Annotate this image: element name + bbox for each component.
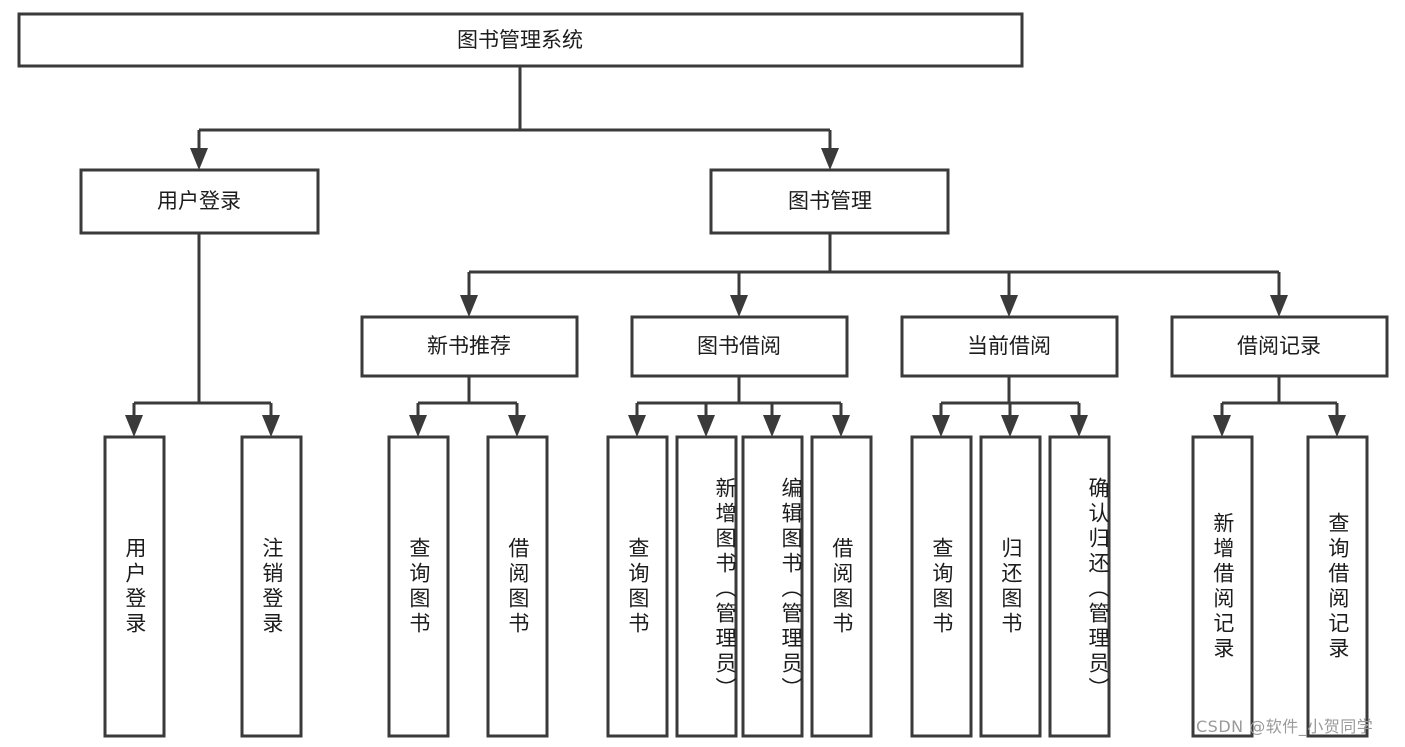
node-borrow-record[interactable] <box>1170 315 1389 378</box>
node-user-login-label: 用户登录 <box>157 189 241 213</box>
node-book-management-label: 图书管理 <box>788 189 872 213</box>
node-root[interactable] <box>17 12 1024 68</box>
node-new-book-recommend-label: 新书推荐 <box>427 334 511 358</box>
node-borrow-record-label: 借阅记录 <box>1237 334 1321 358</box>
arrow-head-book-borrow <box>730 295 748 317</box>
node-leaf-user-login[interactable] <box>103 435 166 738</box>
node-leaf-query-book-2[interactable] <box>606 435 669 738</box>
arrow-head-leaf-query-book-1 <box>409 415 427 437</box>
arrow-head-user-login <box>190 148 208 170</box>
arrow-head-leaf-user-login <box>125 415 143 437</box>
node-leaf-add-book[interactable] <box>675 435 738 738</box>
arrow-head-leaf-add-book <box>697 415 715 437</box>
node-leaf-edit-book[interactable] <box>741 435 804 738</box>
node-current-borrow-label: 当前借阅 <box>967 334 1051 358</box>
arrow-head-leaf-logout-login <box>262 415 280 437</box>
arrow-head-leaf-edit-book <box>763 415 781 437</box>
node-book-management[interactable] <box>709 168 950 235</box>
arrow-head-leaf-query-book-3 <box>932 415 950 437</box>
node-layer: 图书管理系统 用户登录 图书管理 新书推荐 图书借阅 当前借阅 借阅记录 <box>17 12 1389 738</box>
arrow-head-leaf-add-record <box>1213 415 1231 437</box>
node-leaf-borrow-book-2[interactable] <box>810 435 873 738</box>
node-leaf-logout-login[interactable] <box>240 435 303 738</box>
node-root-label: 图书管理系统 <box>457 28 583 52</box>
arrow-head-current-borrow <box>1000 295 1018 317</box>
connector-layer <box>125 66 1346 437</box>
node-user-login[interactable] <box>79 168 320 235</box>
arrow-head-leaf-query-record <box>1328 415 1346 437</box>
node-leaf-borrow-book-1[interactable] <box>486 435 549 738</box>
node-current-borrow[interactable] <box>900 315 1119 378</box>
node-leaf-return-book[interactable] <box>979 435 1042 738</box>
node-book-borrow-label: 图书借阅 <box>697 334 781 358</box>
arrow-head-leaf-borrow-book-1 <box>508 415 526 437</box>
node-leaf-query-record[interactable] <box>1306 435 1369 738</box>
node-leaf-confirm-return[interactable] <box>1048 435 1111 738</box>
arrow-head-borrow-record <box>1270 295 1288 317</box>
arrow-head-leaf-return-book <box>1001 415 1019 437</box>
node-new-book-recommend[interactable] <box>360 315 579 378</box>
csdn-watermark: CSDN @软件_小贺同学 <box>1196 717 1374 736</box>
node-leaf-query-book-3[interactable] <box>910 435 973 738</box>
arrow-head-leaf-borrow-book-2 <box>832 415 850 437</box>
node-book-borrow[interactable] <box>630 315 849 378</box>
node-leaf-add-record[interactable] <box>1191 435 1254 738</box>
arrow-head-new-book-recommend <box>460 295 478 317</box>
arrow-head-leaf-confirm-return <box>1070 415 1088 437</box>
node-leaf-query-book-1[interactable] <box>387 435 450 738</box>
arrow-head-book-management <box>821 148 839 170</box>
arrow-head-leaf-query-book-2 <box>628 415 646 437</box>
